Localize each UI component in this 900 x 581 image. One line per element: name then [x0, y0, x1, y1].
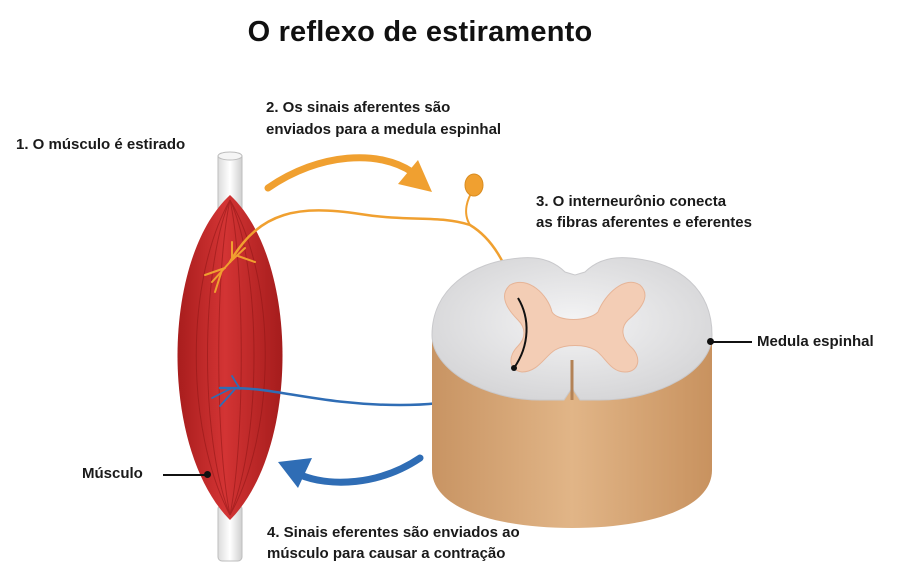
synapse-dot [511, 365, 517, 371]
muscle-label: Músculo [82, 465, 143, 482]
diagram-title: O reflexo de estiramento [247, 16, 593, 48]
muscle-leader-dot [204, 471, 211, 478]
muscle-illustration [177, 151, 283, 562]
spinal-cord-label: Medula espinhal [757, 333, 874, 350]
muscle-belly [177, 195, 283, 520]
spinal-cord-illustration [431, 257, 713, 528]
upper-tendon-cap [217, 151, 243, 161]
step-3-label-line2: as fibras aferentes e eferentes [536, 214, 752, 231]
step-1-label: 1. O músculo é estirado [16, 136, 186, 153]
muscle-fibers [195, 199, 266, 516]
step-3-label-line1: 3. O interneurônio conecta [536, 193, 727, 210]
step-4-label-line1: 4. Sinais eferentes são enviados ao [267, 524, 520, 541]
afferent-direction-arrow [264, 154, 432, 192]
gray-matter [504, 281, 646, 373]
step-2-label-line2: enviados para a medula espinhal [266, 121, 502, 138]
muscle-leader-line [163, 474, 207, 476]
step-4-label-line2: músculo para causar a contração [267, 545, 506, 562]
efferent-direction-arrow [278, 454, 424, 488]
interneuron [513, 297, 528, 369]
afferent-cell-body [464, 173, 484, 197]
spinal-cord-leader-dot [707, 338, 714, 345]
step-2-label-line1: 2. Os sinais aferentes são [266, 99, 451, 116]
spinal-cord-leader-line [712, 341, 752, 343]
